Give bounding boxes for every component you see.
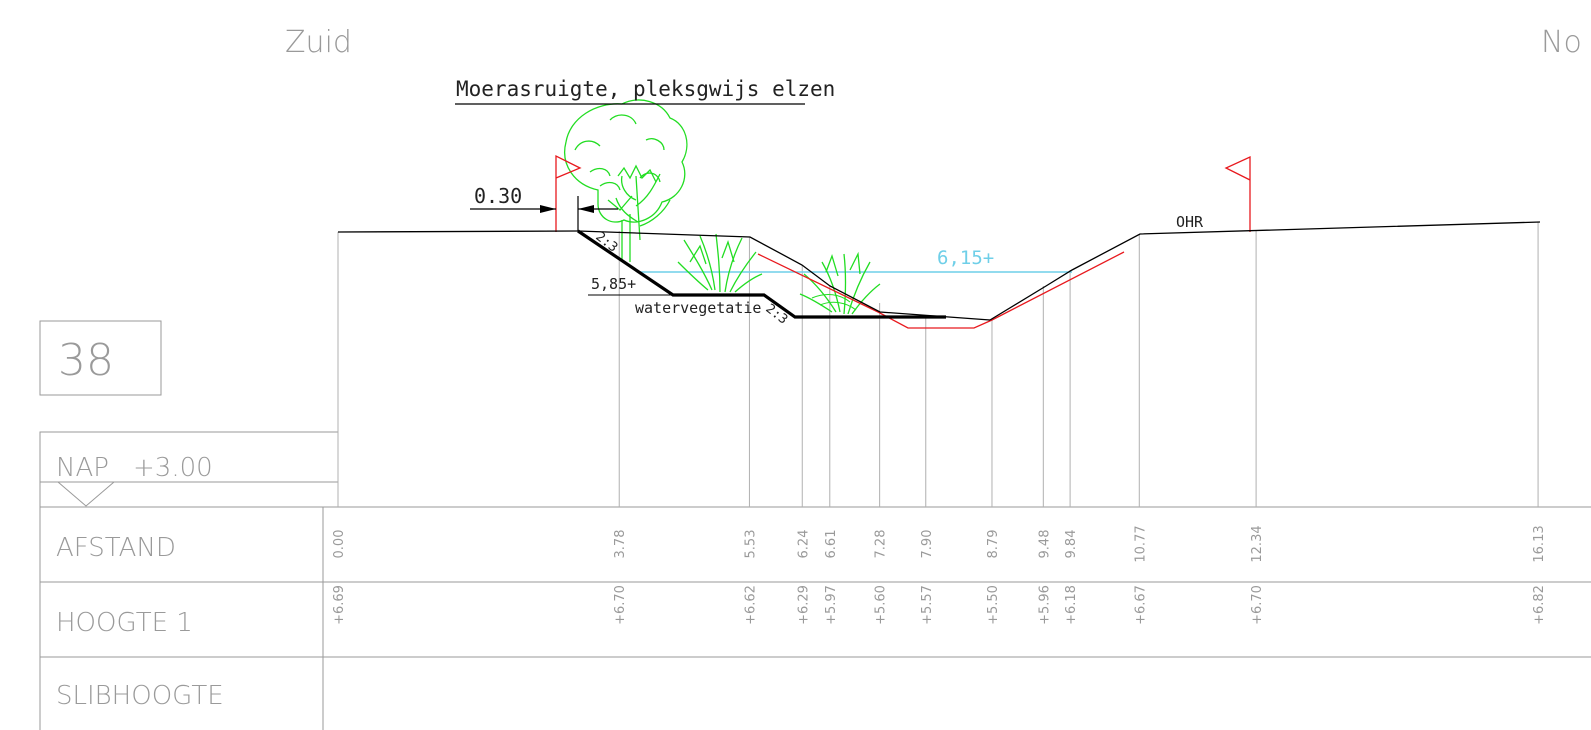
row-label-afstand: AFSTAND <box>56 533 176 563</box>
slope-label-upper: 2:3 <box>593 229 621 255</box>
north-label: No <box>1541 25 1582 60</box>
ohr-label: OHR <box>1176 213 1204 231</box>
data-table <box>39 431 1591 730</box>
afstand-value: 16.13 <box>1532 525 1547 562</box>
hoogte-value: +6.18 <box>1064 585 1079 625</box>
afstand-value: 8.79 <box>986 530 1001 559</box>
afstand-value: 6.61 <box>824 530 839 559</box>
water-plant-icon <box>811 293 857 311</box>
tree-icon <box>564 99 688 262</box>
hoogte-value: +6.29 <box>796 585 811 625</box>
profile-number: 38 <box>58 335 114 386</box>
nap-triangle-icon <box>57 481 115 507</box>
afstand-value: 12.34 <box>1250 525 1265 562</box>
profile-number-box <box>39 320 162 396</box>
row-label-hoogte: HOOGTE 1 <box>56 608 193 638</box>
hoogte-value: +5.50 <box>986 585 1001 625</box>
nap-value: +3.00 <box>133 453 213 483</box>
nap-label: NAP <box>56 453 109 483</box>
hoogte-value: +5.97 <box>824 585 839 625</box>
hoogte-value: +6.67 <box>1133 585 1148 625</box>
afstand-value: 5.53 <box>743 530 758 559</box>
afstand-value: 9.48 <box>1037 530 1052 559</box>
south-label: Zuid <box>285 25 352 60</box>
slope-label-lower: 2:3 <box>763 301 791 327</box>
row-label-slibhoogte: SLIBHOOGTE <box>56 681 224 711</box>
design-profile <box>555 154 1251 329</box>
sapling-icon <box>615 164 671 241</box>
afstand-value: 0.00 <box>332 530 347 559</box>
water-level-label: 6,15+ <box>937 247 994 269</box>
hoogte-value: +5.60 <box>874 585 889 625</box>
terrain-profile <box>337 221 1541 321</box>
hoogte-value: +5.96 <box>1037 585 1052 625</box>
dimension-label: 0.30 <box>474 184 522 208</box>
water-vegetation-label: watervegetatie <box>635 299 761 317</box>
station-columns: 0.00 +6.69 3.78 +6.70 5.53 +6.62 6.24 +6.29 6.61… <box>332 222 1547 625</box>
hoogte-value: +6.70 <box>1250 585 1265 625</box>
hoogte-value: +6.82 <box>1532 585 1547 625</box>
afstand-value: 3.78 <box>613 530 628 559</box>
afstand-value: 7.28 <box>874 530 889 559</box>
dimension-arrow-left-icon <box>540 205 556 213</box>
hoogte-value: +6.70 <box>613 585 628 625</box>
vegetation-title: Moerasruigte, pleksgwijs elzen <box>456 77 835 101</box>
afstand-value: 7.90 <box>920 530 935 559</box>
hoogte-value: +6.62 <box>743 585 758 625</box>
dimension-arrow-right-icon <box>578 205 594 213</box>
hoogte-value: +6.69 <box>332 585 347 625</box>
design-bed <box>577 229 946 319</box>
afstand-value: 9.84 <box>1064 530 1079 559</box>
afstand-value: 6.24 <box>796 530 811 559</box>
flag-south-icon <box>555 154 582 232</box>
bottom-level-label: 5,85+ <box>591 275 636 293</box>
hoogte-value: +5.57 <box>920 585 935 625</box>
afstand-value: 10.77 <box>1133 525 1148 562</box>
flag-north-icon <box>1224 155 1251 232</box>
reed-clump-1-icon <box>677 233 763 293</box>
reed-clump-2-icon <box>799 251 881 315</box>
